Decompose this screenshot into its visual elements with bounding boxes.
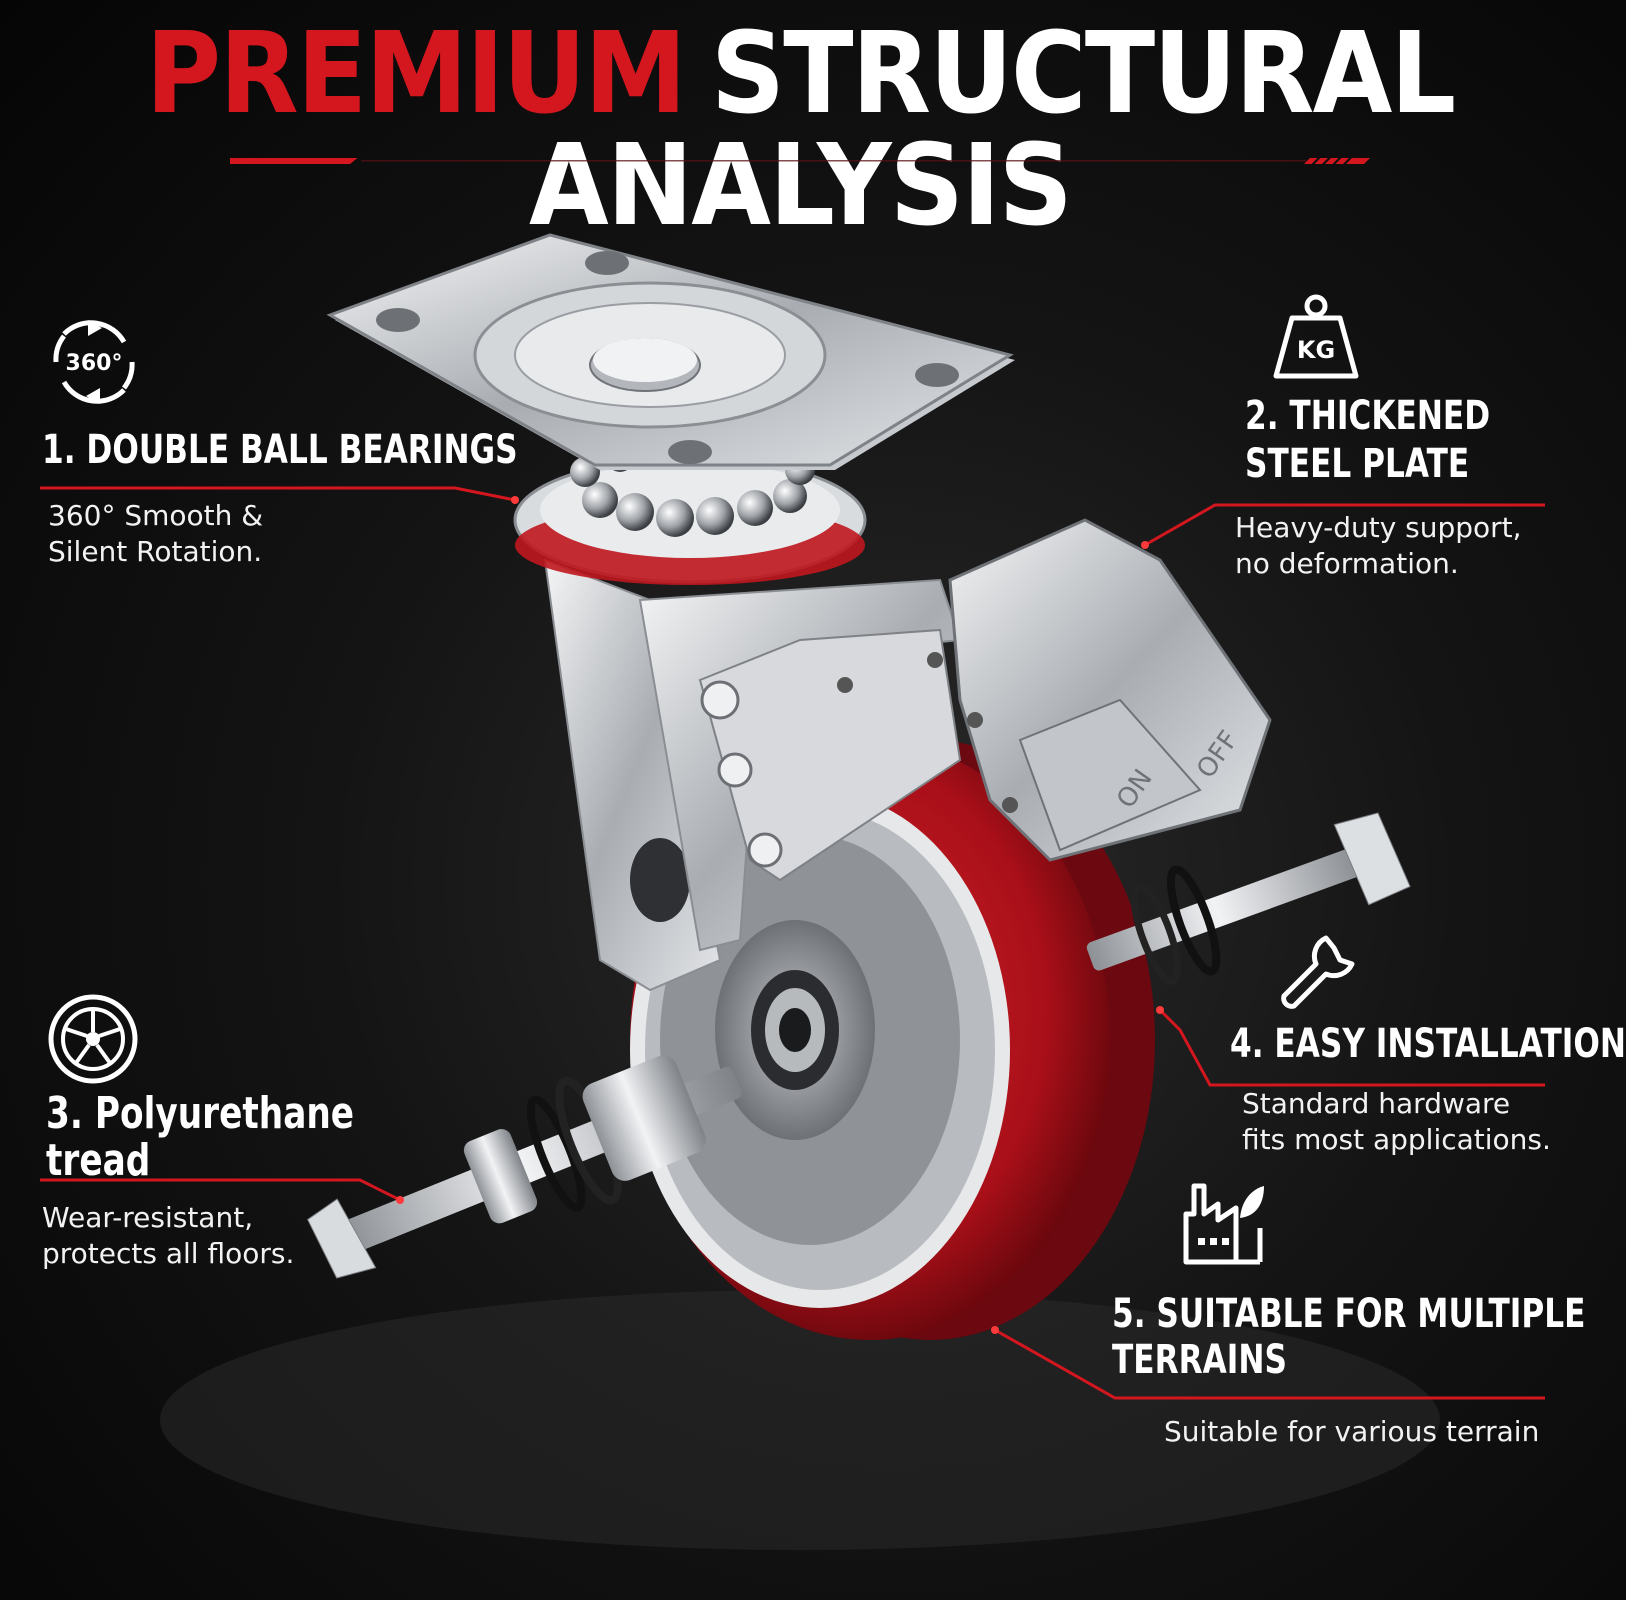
feature-3-heading-line2: tread xyxy=(46,1134,151,1186)
feature-4-body-line1: Standard hardware xyxy=(1242,1087,1511,1120)
feature-thickened-steel-plate: 2. THICKENED STEEL PLATE Heavy-duty supp… xyxy=(1235,392,1585,583)
feature-5-body-line1: Suitable for various terrain xyxy=(1164,1415,1540,1448)
feature-double-ball-bearings: 1. DOUBLE BALL BEARINGS 360° Smooth & Si… xyxy=(42,426,518,571)
title-word-premium: PREMIUM xyxy=(145,9,687,139)
feature-suitable-for-multiple-terrains: 5. SUITABLE FOR MULTIPLE TERRAINS Suitab… xyxy=(1112,1290,1592,1450)
feature-1-body-line1: 360° Smooth & xyxy=(48,499,264,532)
feature-4-body-line2: fits most applications. xyxy=(1242,1123,1551,1157)
rotate-360-icon: 360° xyxy=(44,312,144,412)
feature-5-heading-line2: TERRAINS xyxy=(1112,1337,1287,1383)
feature-2-body-line1: Heavy-duty support, xyxy=(1235,511,1522,544)
feature-1-heading: 1. DOUBLE BALL BEARINGS xyxy=(42,427,518,473)
title-underline xyxy=(230,158,1370,164)
feature-3-body-line1: Wear-resistant, xyxy=(42,1200,254,1234)
feature-2-heading-line1: 2. THICKENED xyxy=(1245,393,1491,439)
feature-polyurethane-tread: 3. Polyurethane tread Wear-resistant, pr… xyxy=(42,1088,406,1272)
factory-leaf-icon xyxy=(1180,1178,1266,1268)
feature-1-body-line2: Silent Rotation. xyxy=(48,535,263,569)
feature-5-heading-line1: 5. SUITABLE FOR MULTIPLE xyxy=(1112,1291,1586,1337)
feature-3-body-line2: protects all floors. xyxy=(42,1236,295,1270)
weight-kg-label: KG xyxy=(1297,336,1335,364)
feature-4-heading: 4. EASY INSTALLATION xyxy=(1230,1021,1626,1067)
feature-2-heading-line2: STEEL PLATE xyxy=(1245,441,1470,487)
weight-kg-icon: KG xyxy=(1268,292,1364,384)
title-word-structural-analysis: STRUCTURAL ANALYSIS xyxy=(529,9,1456,251)
wheel-icon xyxy=(46,992,140,1086)
feature-easy-installation: 4. EASY INSTALLATION Standard hardware f… xyxy=(1230,1020,1626,1159)
wrench-icon xyxy=(1272,930,1356,1014)
rotate-360-label: 360° xyxy=(66,351,123,376)
feature-2-body-line2: no deformation. xyxy=(1235,547,1459,581)
feature-3-heading-line1: 3. Polyurethane xyxy=(46,1088,355,1139)
